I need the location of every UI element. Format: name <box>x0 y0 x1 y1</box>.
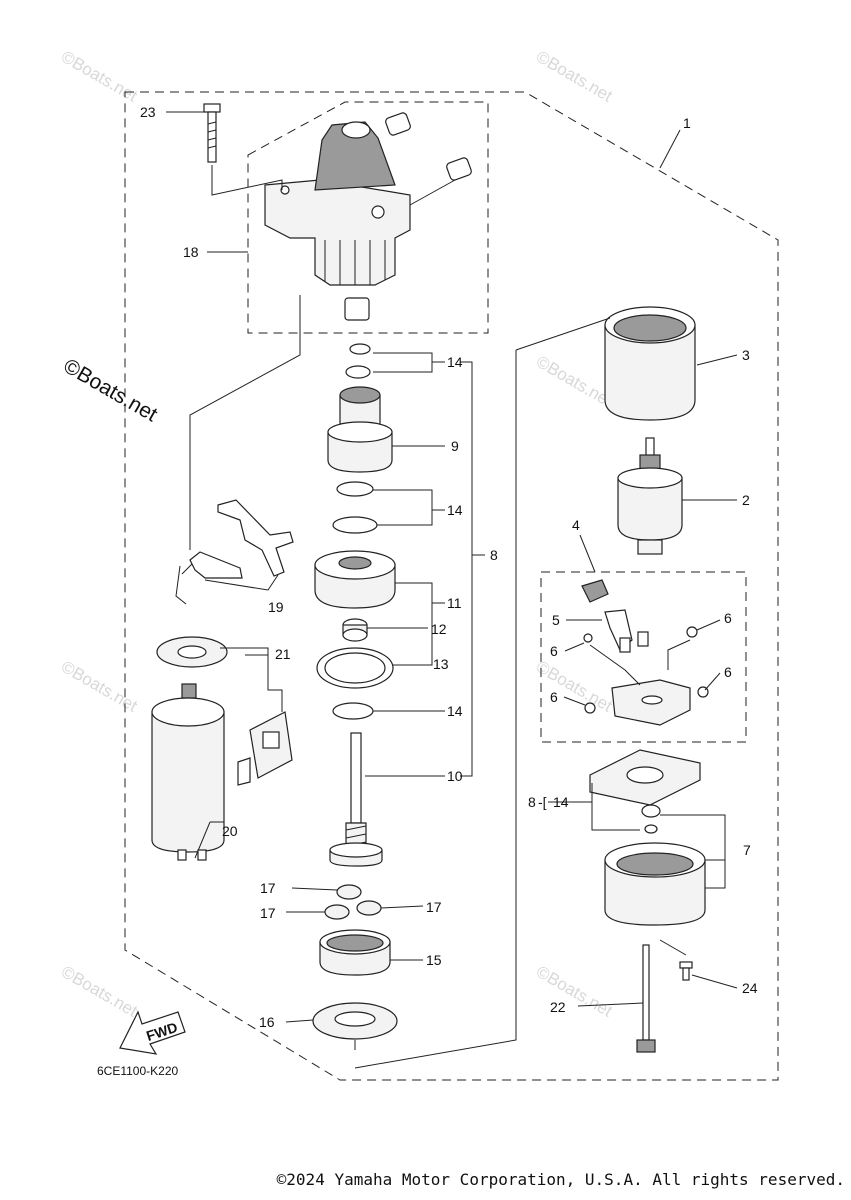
callout-16: 16 <box>259 1014 275 1030</box>
watermark-large: ©Boats.net <box>60 354 162 426</box>
callout-17b: 17 <box>260 905 276 921</box>
callout-4: 4 <box>572 517 580 533</box>
callout-9: 9 <box>451 438 459 454</box>
callout-13: 13 <box>433 656 449 672</box>
brush-holder <box>611 679 691 726</box>
gasket-13 <box>316 647 394 689</box>
callout-14d: 14 <box>553 794 569 810</box>
callout-6c: 6 <box>724 664 732 680</box>
callout-6d: 6 <box>550 689 558 705</box>
callout-2: 2 <box>742 492 750 508</box>
solenoid-20 <box>151 683 225 861</box>
callout-18: 18 <box>183 244 199 260</box>
copyright-notice: ©2024 Yamaha Motor Corporation, U.S.A. A… <box>276 1170 845 1189</box>
watermark: ©Boats.net <box>58 47 141 106</box>
end-cover-7 <box>604 804 706 926</box>
callout-7: 7 <box>743 842 751 858</box>
callout-11: 11 <box>447 595 462 611</box>
callout-6a: 6 <box>724 610 732 626</box>
exploded-parts-diagram: ©Boats.net ©Boats.net ©Boats.net ©Boats.… <box>58 47 779 1081</box>
screw-24 <box>679 961 693 981</box>
callout-17a: 17 <box>260 880 276 896</box>
bolt-23 <box>203 103 221 163</box>
yoke-3 <box>604 306 696 421</box>
callout-8b: 8 <box>528 794 536 810</box>
housing-group-boundary <box>247 101 489 334</box>
callout-19: 19 <box>268 599 284 615</box>
callout-14a: 14 <box>447 354 463 370</box>
watermark: ©Boats.net <box>533 657 616 716</box>
shaft-10 <box>329 732 383 867</box>
assembly-boundary <box>124 91 779 1081</box>
watermark: ©Boats.net <box>58 962 141 1021</box>
diagram-code: 6CE1100-K220 <box>97 1064 178 1078</box>
callout-14b: 14 <box>447 502 463 518</box>
callout-17c: 17 <box>426 899 442 915</box>
callout-5: 5 <box>552 612 560 628</box>
watermark: ©Boats.net <box>533 47 616 106</box>
callout-14c: 14 <box>447 703 463 719</box>
end-frame-11 <box>314 550 396 609</box>
lever-19 <box>175 499 294 605</box>
through-bolt-22 <box>636 944 656 1053</box>
internal-gear-15 <box>319 929 391 976</box>
callout-20: 20 <box>222 823 238 839</box>
callout-23: 23 <box>140 104 156 120</box>
watermark: ©Boats.net <box>533 962 616 1021</box>
callout-6b: 6 <box>550 643 558 659</box>
callout-1: 1 <box>683 115 691 131</box>
callout-22: 22 <box>550 999 566 1015</box>
watermark: ©Boats.net <box>58 657 141 716</box>
pinion-9 <box>327 386 393 473</box>
callout-15: 15 <box>426 952 442 968</box>
rear-plate <box>589 749 701 806</box>
fwd-arrow-icon: FWD <box>119 1010 186 1055</box>
bracket-21 <box>237 711 293 786</box>
brush-5 <box>581 579 649 653</box>
gasket-21 <box>156 636 228 668</box>
callout-24: 24 <box>742 980 758 996</box>
motor-housing-18 <box>264 112 472 321</box>
brush-spring-6 <box>583 626 709 714</box>
clip-14 <box>332 343 378 720</box>
bearing-12 <box>342 618 368 642</box>
brush-holder-group-boundary <box>540 571 747 743</box>
plate-16 <box>312 1002 398 1050</box>
watermark: ©Boats.net <box>533 352 616 411</box>
callout-8a: 8 <box>490 547 498 563</box>
callout-3: 3 <box>742 347 750 363</box>
callout-10: 10 <box>447 768 463 784</box>
planet-gear-17 <box>324 884 382 920</box>
callout-21: 21 <box>275 646 291 662</box>
callout-labels: 1 2 3 4 5 6 6 6 6 7 8 8 -[ 14 9 10 11 12… <box>97 104 758 1078</box>
armature-2 <box>617 437 683 555</box>
leader-lines <box>166 111 738 1069</box>
callout-12: 12 <box>431 621 447 637</box>
bracket-glyph: -[ <box>538 794 547 810</box>
